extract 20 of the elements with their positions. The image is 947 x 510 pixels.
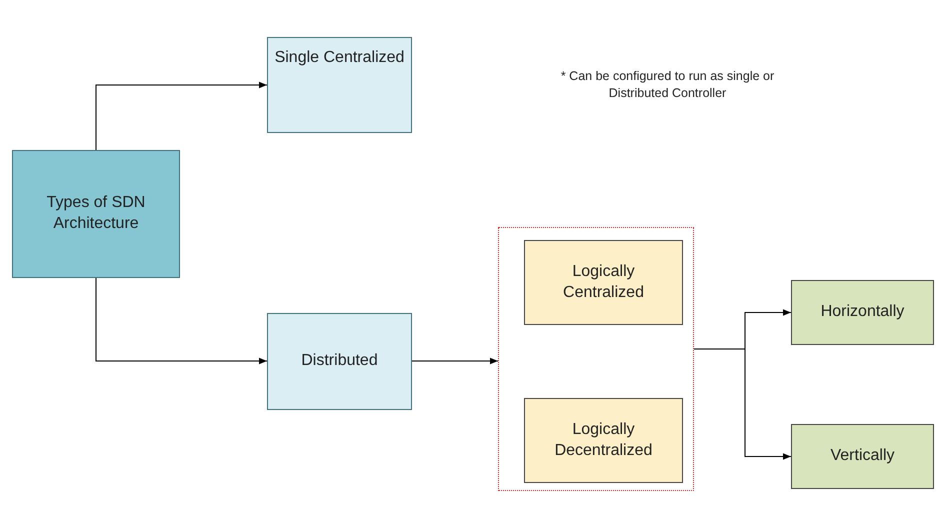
subtype-box <box>524 398 683 483</box>
node-label: Logically Centralized <box>562 262 645 302</box>
arrow <box>694 348 792 460</box>
subtype-box <box>524 240 683 325</box>
arrow <box>96 82 268 150</box>
node-label: Horizontally <box>820 302 906 322</box>
category-box <box>267 313 412 410</box>
note-text: * Can be configured to run as single or Distributed Controller <box>560 68 776 102</box>
node-label: Types of SDN Architecture <box>46 193 146 234</box>
node-label: Vertically <box>829 446 896 466</box>
node-label: Logically Decentralized <box>554 420 654 460</box>
arrow <box>96 278 268 364</box>
variant-box <box>791 280 934 345</box>
category-box <box>267 37 412 133</box>
node-label: Single Centralized <box>274 48 406 68</box>
group-frame <box>498 227 694 491</box>
node-label: Distributed <box>300 351 379 372</box>
variant-box <box>791 424 934 489</box>
root-box <box>12 150 180 278</box>
arrow <box>412 358 498 364</box>
